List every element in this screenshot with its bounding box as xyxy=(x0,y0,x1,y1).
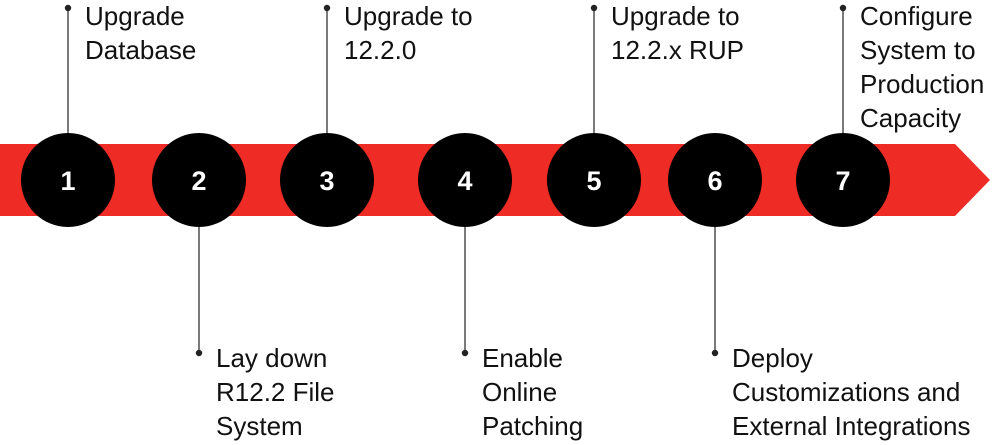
step-2-label-line: R12.2 File xyxy=(216,377,335,407)
step-5-connector-dot xyxy=(590,4,598,12)
step-4-circle xyxy=(418,133,512,227)
step-4-label-line: Online xyxy=(482,377,558,407)
step-6-number: 6 xyxy=(707,166,722,196)
step-5-label: Upgrade to 12.2.x RUP xyxy=(611,0,744,67)
step-1-connector-dot xyxy=(64,4,72,12)
step-5-circle xyxy=(547,133,641,227)
step-4-number: 4 xyxy=(457,166,472,196)
step-7-label-line: Configure xyxy=(860,1,973,31)
step-7-label-line: Production xyxy=(860,69,985,99)
step-6-circle xyxy=(668,133,762,227)
step-7-number: 7 xyxy=(835,166,850,196)
step-1-circle xyxy=(21,133,115,227)
step-3-connector-dot xyxy=(323,4,331,12)
step-3-label-line: Upgrade to xyxy=(344,1,473,31)
step-3-number: 3 xyxy=(319,166,334,196)
step-3-circle xyxy=(280,133,374,227)
step-7-circle xyxy=(796,133,890,227)
step-4-label-line: Patching xyxy=(482,411,584,441)
step-6-label-line: Deploy xyxy=(732,343,813,373)
step-7-connector-dot xyxy=(839,4,847,12)
step-1-label-line: Upgrade xyxy=(85,1,185,31)
step-6-label-line: Customizations and xyxy=(732,377,961,407)
step-2-connector-dot xyxy=(195,349,203,357)
step-4-connector-dot xyxy=(461,349,469,357)
step-6-connector-dot xyxy=(711,349,719,357)
step-5-label-line: 12.2.x RUP xyxy=(611,35,744,65)
step-7-label-line: Capacity xyxy=(860,103,962,133)
step-7-label-line: System to xyxy=(860,35,976,65)
step-5-label-line: Upgrade to xyxy=(611,1,740,31)
step-6-label-line: External Integrations xyxy=(732,411,971,441)
step-2-circle xyxy=(152,133,246,227)
connector-lines xyxy=(64,4,847,357)
step-circles: 1 2 3 4 5 6 7 xyxy=(21,133,890,227)
step-2-label-line: Lay down xyxy=(216,343,328,373)
step-3-label-line: 12.2.0 xyxy=(344,35,417,65)
step-2-label-line: System xyxy=(216,411,303,441)
step-4-label-line: Enable xyxy=(482,343,563,373)
step-1-label-line: Database xyxy=(85,35,197,65)
step-3-label: Upgrade to 12.2.0 xyxy=(344,0,473,67)
step-5-number: 5 xyxy=(586,166,601,196)
step-1-number: 1 xyxy=(60,166,75,196)
step-2-number: 2 xyxy=(191,166,206,196)
